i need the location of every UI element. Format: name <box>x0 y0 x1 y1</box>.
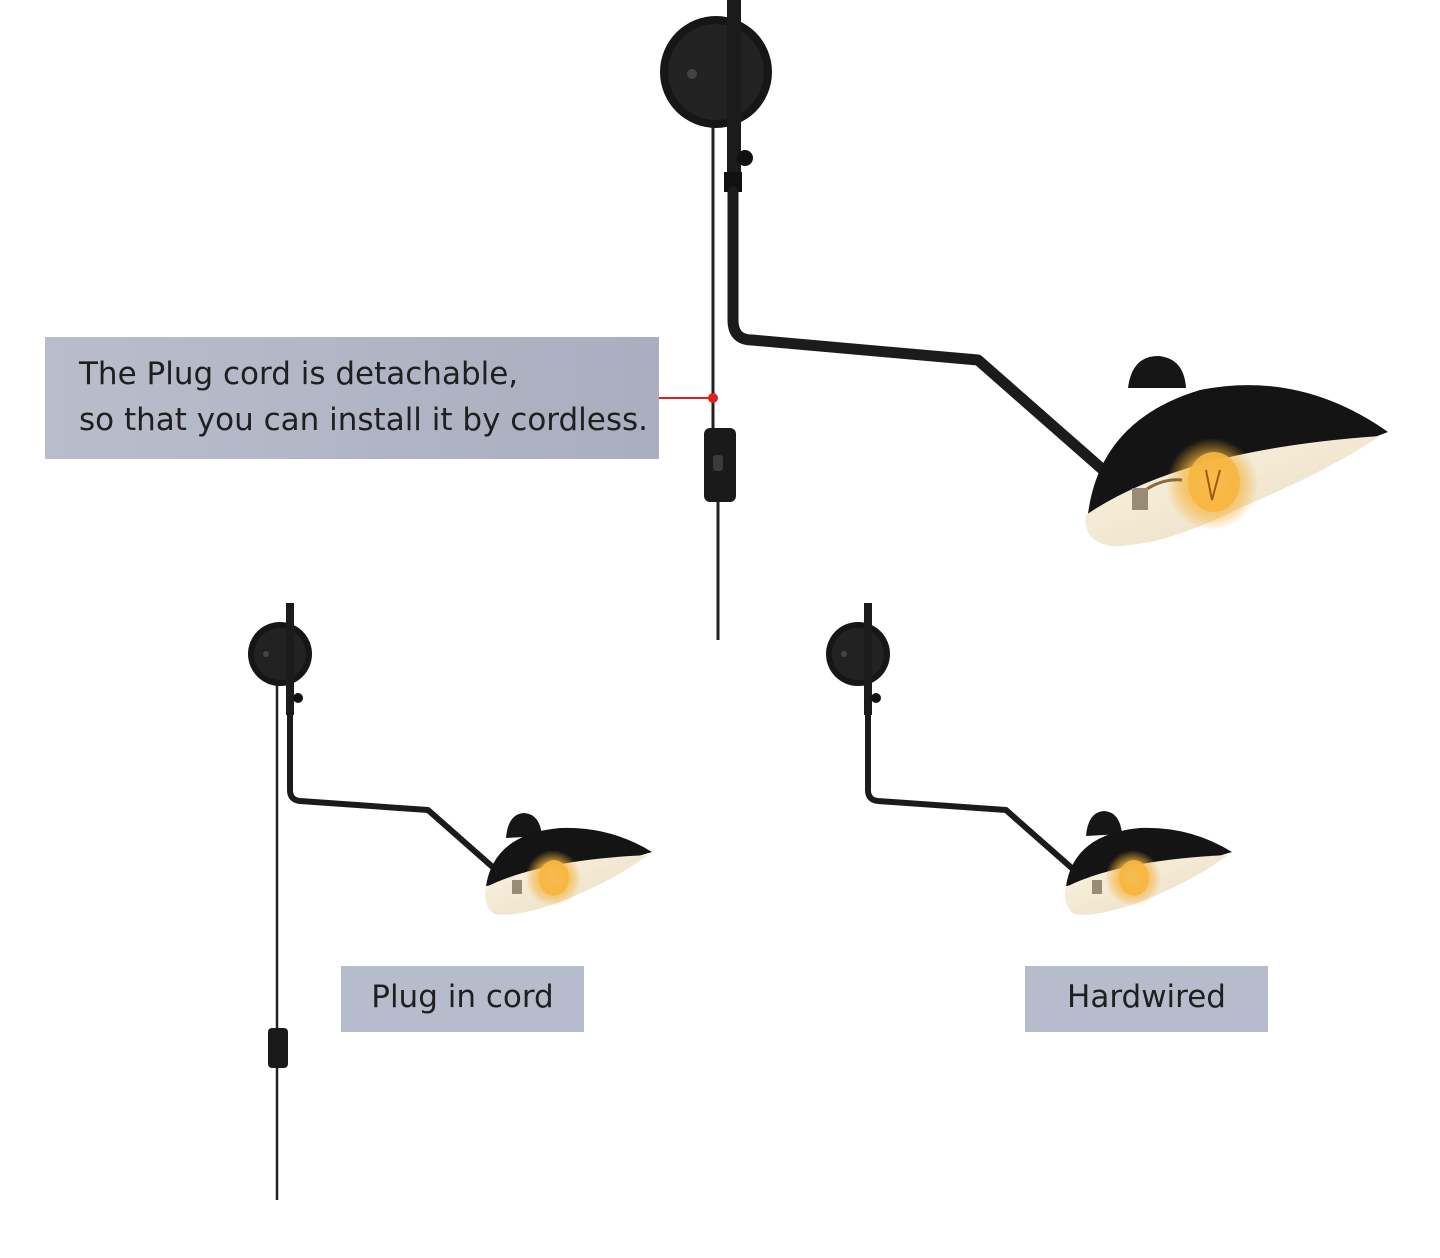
callout-text: The Plug cord is detachable, so that you… <box>45 337 659 459</box>
callout-box <box>45 337 659 459</box>
lamp-arm <box>727 186 1116 482</box>
bulb <box>1188 452 1240 512</box>
plug-in-cord-label: Plug in cord <box>371 979 554 1015</box>
callout-line-1: The Plug cord is detachable, <box>79 356 519 392</box>
hardwired-label: Hardwired <box>1067 979 1226 1015</box>
hardwired-tag-box <box>1025 966 1268 1032</box>
hardwired-lamp <box>826 603 1232 915</box>
plug-in-switch <box>268 1028 288 1068</box>
plug-in-cord-tag-box <box>341 966 584 1032</box>
callout-pointer-dot <box>708 393 718 403</box>
power-cord <box>711 90 720 640</box>
plug-in-lamp <box>248 603 652 1200</box>
shade-cap <box>1128 356 1186 388</box>
large-wall-lamp <box>660 0 1388 640</box>
vertical-rod <box>727 0 741 190</box>
callout-line-2: so that you can install it by cordless. <box>79 402 649 438</box>
